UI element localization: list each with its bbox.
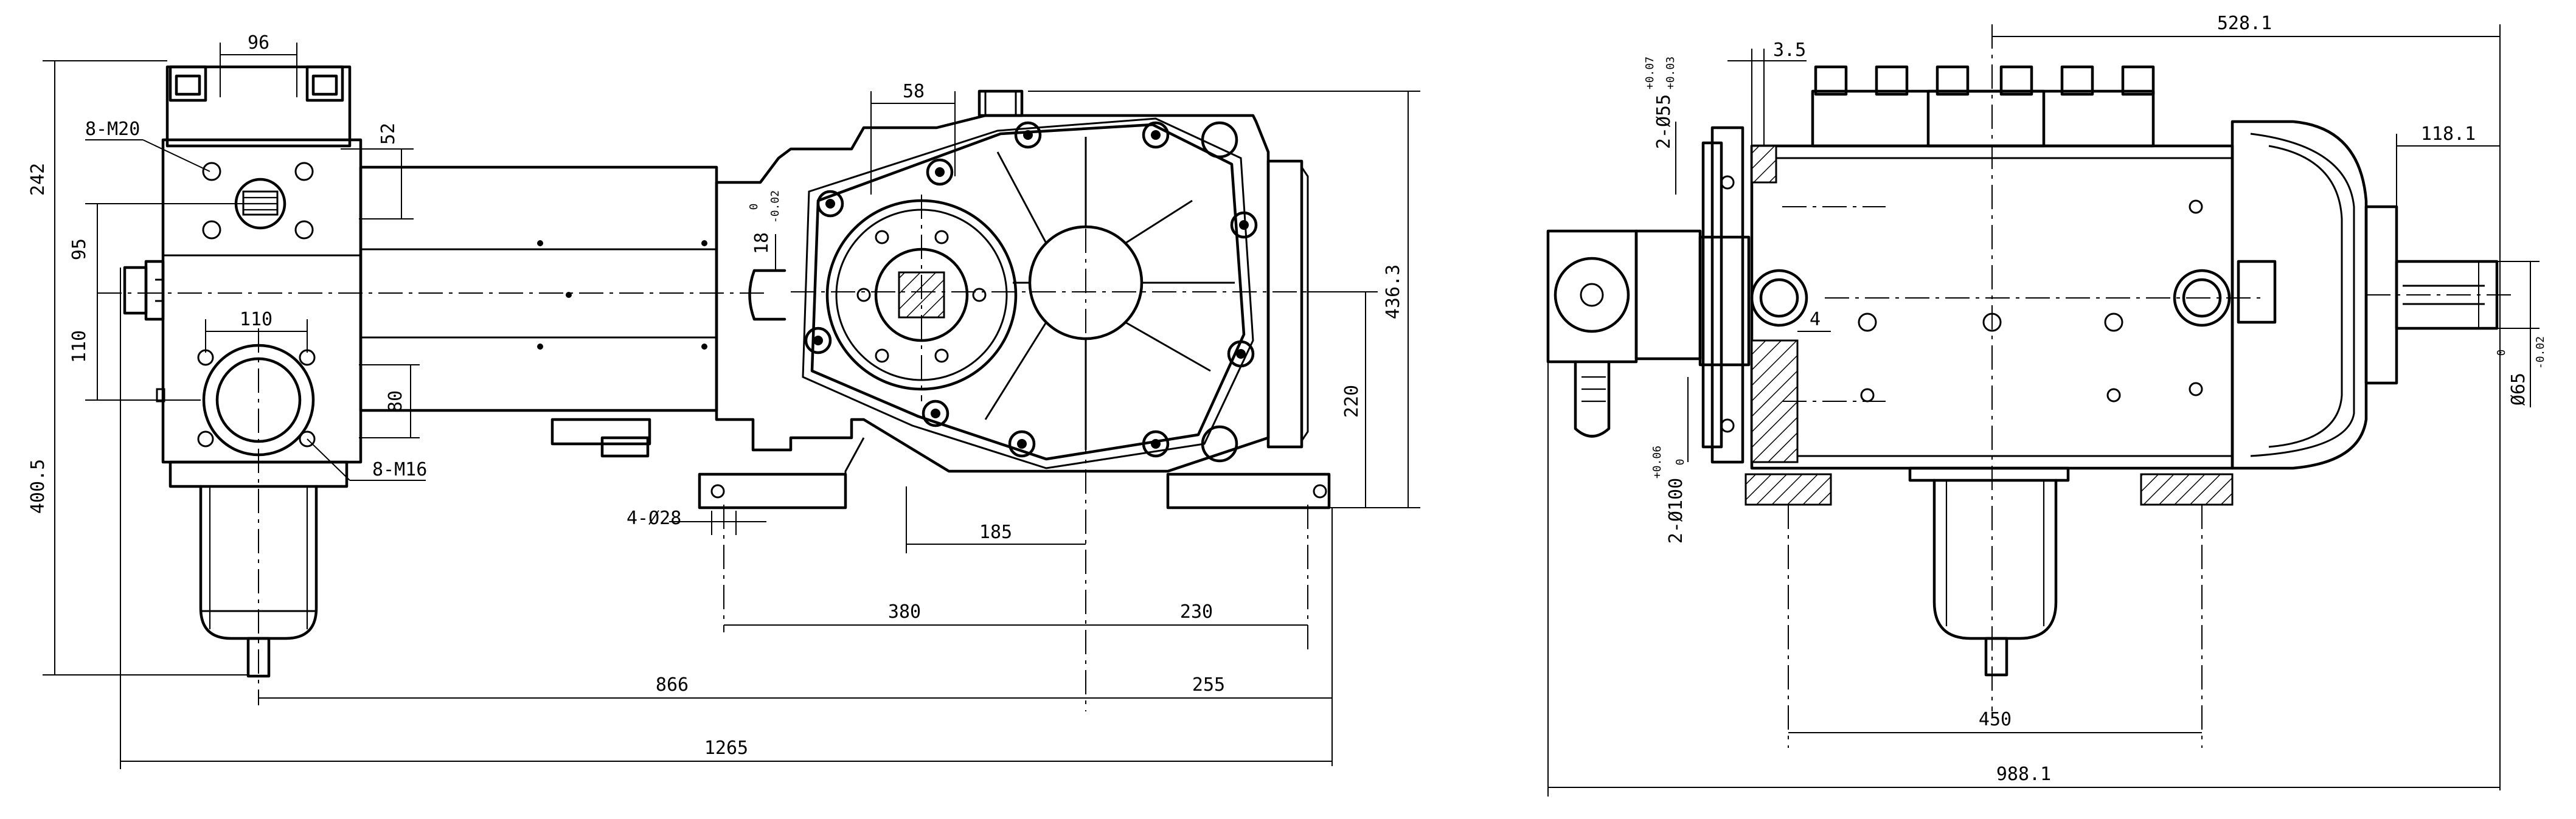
crankcase [698,89,1331,510]
dim-1265: 1265 [704,738,748,759]
dim-2-dia-100: 2-Ø100 [1665,478,1687,544]
dim-4: 4 [1810,309,1821,330]
front-view: 96 242 400.5 95 110 110 [27,32,1420,769]
dim-100-tol-lower: 0 [1674,459,1687,466]
dim-380: 380 [888,601,921,623]
dim-65-tol-lower: -0.02 [2534,336,2547,369]
dim-100-tol-upper: +0.06 [1651,446,1664,479]
dim-65-tol-upper: 0 [2495,350,2508,356]
dim-18-tol-upper: 0 [748,204,760,210]
dim-18-tol-lower: -0.02 [769,190,782,223]
dim-242: 242 [27,163,49,196]
dim-988-1: 988.1 [1996,764,2051,785]
dim-450: 450 [1979,709,2012,730]
dim-95: 95 [69,238,90,260]
dim-220: 220 [1341,385,1363,418]
dim-255: 255 [1192,674,1225,696]
label-8-m20: 8-M20 [85,119,140,140]
dim-52: 52 [378,123,399,145]
label-8-m16: 8-M16 [372,459,427,480]
manifold-head [123,65,363,464]
dim-80: 80 [385,390,406,412]
dim-3-5: 3.5 [1773,40,1806,61]
dim-185: 185 [979,522,1012,543]
dim-2-dia-55: 2-Ø55 [1653,94,1675,149]
dim-436-3: 436.3 [1383,264,1404,319]
dim-18: 18 [751,232,772,254]
front-dimensions: 96 242 400.5 95 110 110 [27,32,1420,769]
dim-55-tol-upper: +0.07 [1644,57,1656,89]
dim-110-vertical: 110 [69,330,90,363]
dim-110-horizontal: 110 [240,309,273,330]
dim-400-5: 400.5 [27,459,49,514]
plunger-housing [359,165,718,458]
dim-55-tol-lower: +0.03 [1664,57,1677,89]
dim-4-holes-28: 4-Ø28 [627,508,681,529]
dim-118-1: 118.1 [2421,123,2476,145]
dim-230: 230 [1180,601,1213,623]
side-dimensions: 528.1 3.5 2-Ø55 +0.07 +0.03 118.1 4 Ø65 … [1547,13,2547,797]
dim-96: 96 [248,32,269,54]
dim-528-1: 528.1 [2217,13,2272,34]
dim-866: 866 [656,674,689,696]
dim-58: 58 [903,81,925,102]
side-view: 528.1 3.5 2-Ø55 +0.07 +0.03 118.1 4 Ø65 … [1546,13,2547,797]
dim-dia-65: Ø65 [2508,373,2529,406]
